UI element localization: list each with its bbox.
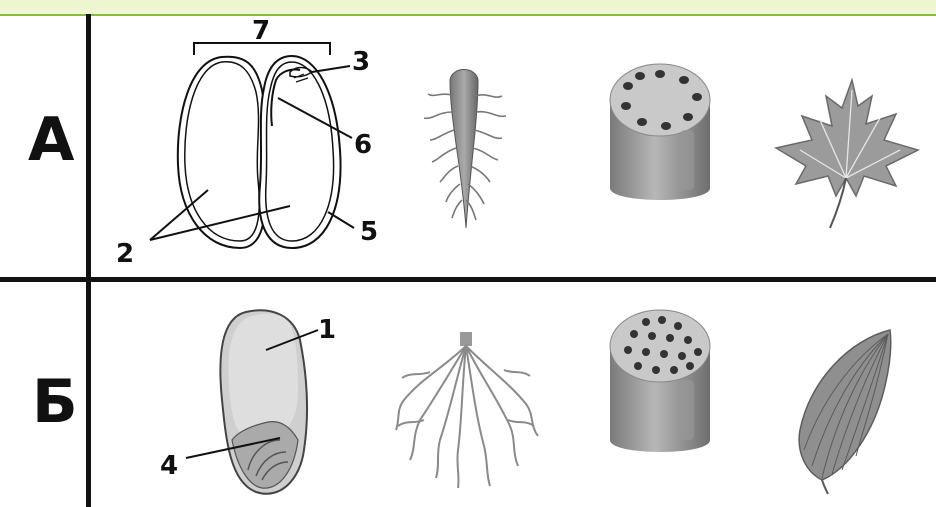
taproot-image <box>424 70 506 229</box>
fibrous-root-image <box>396 332 538 488</box>
parallel-vein-leaf <box>799 330 891 494</box>
maple-leaf <box>776 80 918 228</box>
callout-7: 7 <box>252 16 270 46</box>
monocot-stem-section <box>610 310 710 452</box>
dicot-stem-section <box>610 64 710 200</box>
callout-5: 5 <box>360 217 378 247</box>
dicot-seed-diagram: 7 3 6 5 2 <box>116 16 378 269</box>
callout-1: 1 <box>318 315 336 345</box>
callout-3: 3 <box>352 47 370 77</box>
callout-4: 4 <box>160 451 178 481</box>
callout-6: 6 <box>354 130 372 160</box>
callout-2: 2 <box>116 239 134 269</box>
monocot-seed-diagram: 1 4 <box>160 310 336 493</box>
